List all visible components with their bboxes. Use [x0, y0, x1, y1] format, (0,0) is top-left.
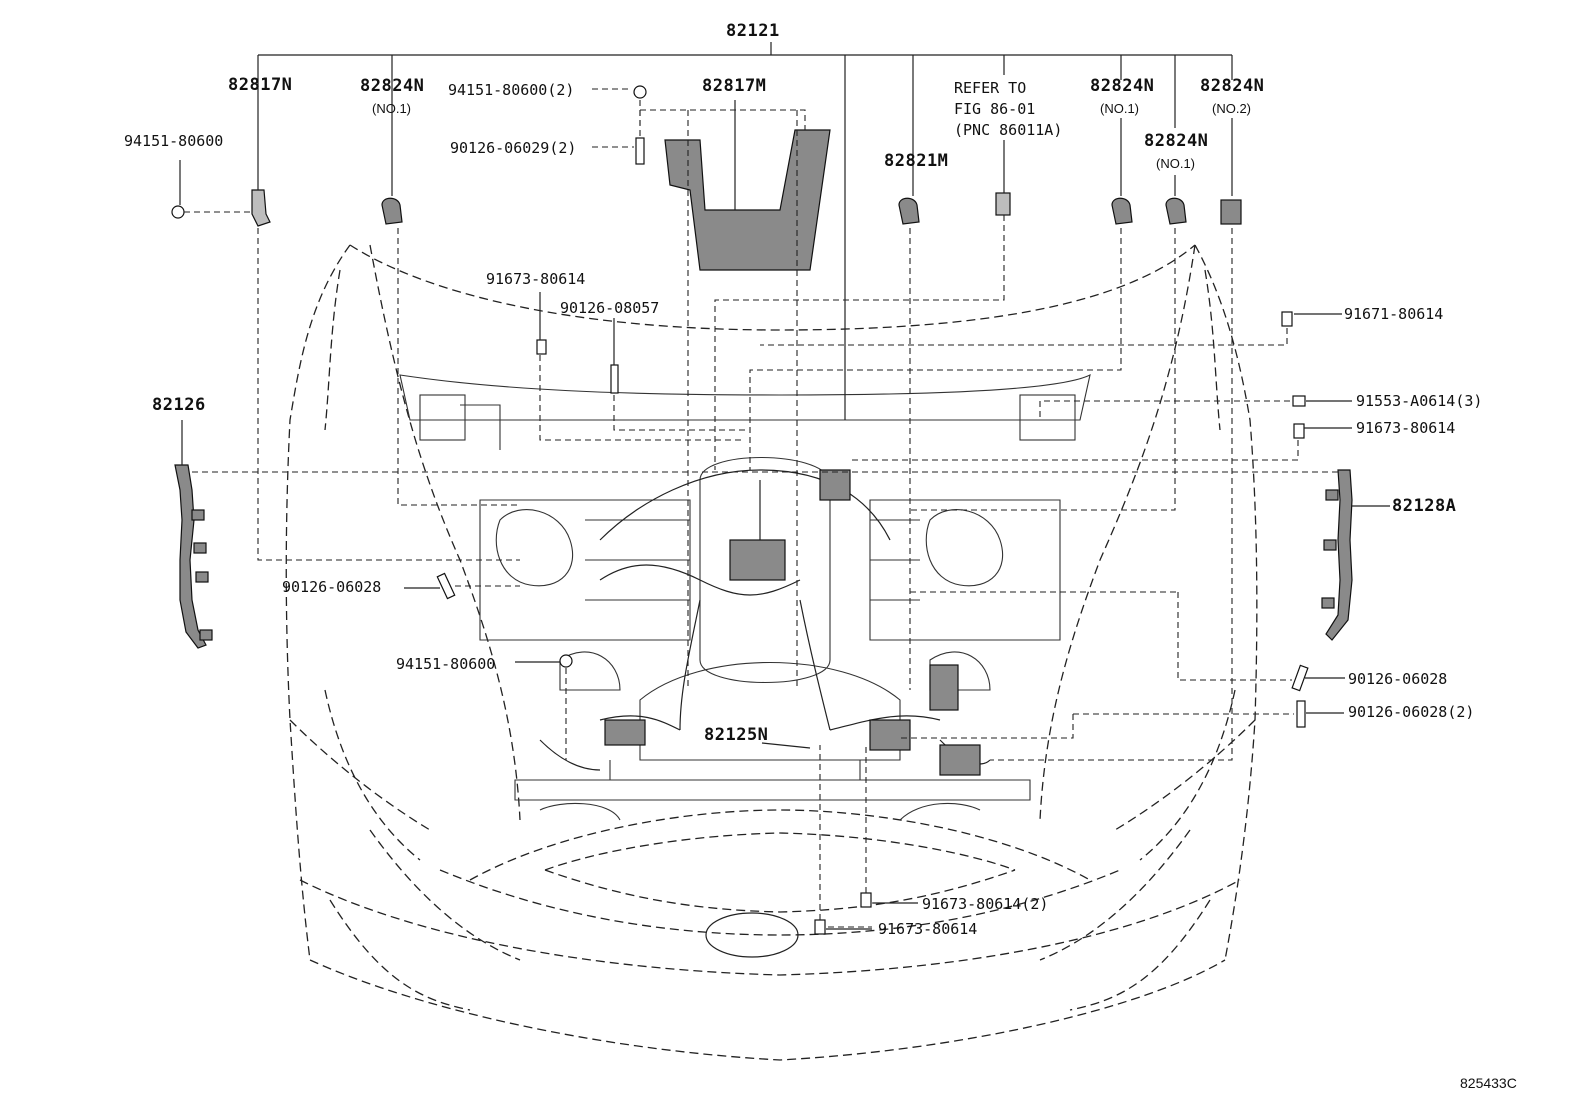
label-90126-06028-2: 90126-06028(2) [1348, 703, 1475, 721]
part-86011A-ref [995, 192, 1011, 216]
bolt-90126-06029 [635, 137, 645, 165]
label-94151-80600-2: 94151-80600(2) [448, 81, 575, 99]
label-82824N-d: 82824N [1200, 76, 1265, 96]
part-82824N-clip-2 [1111, 197, 1133, 225]
bolt-91553-A0614 [1292, 395, 1306, 407]
nut-94151-80600-mid [559, 654, 573, 668]
part-82824N-clip-1 [381, 197, 403, 225]
label-82121: 82121 [726, 21, 780, 41]
bolt-91671-80614 [1281, 311, 1293, 327]
label-90126-06028-right: 90126-06028 [1348, 670, 1448, 688]
part-82126-connector-2 [193, 542, 207, 554]
label-82817M: 82817M [702, 76, 767, 96]
label-90126-06028-left: 90126-06028 [282, 578, 382, 596]
label-82126: 82126 [152, 395, 206, 415]
label-82824N-b-note: (NO.1) [1100, 101, 1139, 116]
label-91673-80614-2: 91673-80614(2) [922, 895, 1049, 913]
part-82128A-connector-1 [1325, 489, 1339, 501]
bolt-91673-80614-bottom [814, 919, 826, 935]
label-91673-80614-top: 91673-80614 [486, 270, 586, 288]
label-82824N-a-note: (NO.1) [372, 101, 411, 116]
bolt-90126-06028-2 [1296, 700, 1306, 728]
label-82824N-c-note: (NO.1) [1156, 156, 1195, 171]
part-82126-connector-1 [191, 509, 205, 521]
part-82128A-connector-3 [1321, 597, 1335, 609]
figure-code: 825433C [1460, 1075, 1517, 1091]
refer-line-2: FIG 86-01 [954, 100, 1036, 118]
label-90126-06029-2: 90126-06029(2) [450, 139, 577, 157]
vehicle-body-outline [285, 244, 1258, 1061]
label-94151-80600-left: 94151-80600 [124, 132, 224, 150]
label-91673-80614-bottom: 91673-80614 [878, 920, 978, 938]
label-82824N-c: 82824N [1144, 131, 1209, 151]
bolt-90126-08057 [610, 364, 619, 394]
wire-harness-82125N [539, 469, 991, 776]
hardware-items [171, 85, 1309, 935]
leader-lines [179, 42, 1390, 930]
part-82821M-clip [898, 197, 920, 225]
label-82817N: 82817N [228, 75, 293, 95]
part-82817N-clip [251, 189, 271, 227]
bolt-91673-80614-2 [860, 892, 872, 908]
label-91673-80614-right: 91673-80614 [1356, 419, 1456, 437]
part-82824N-clip-no2 [1220, 199, 1242, 225]
bolt-90126-06028-right [1291, 664, 1309, 692]
label-82821M: 82821M [884, 151, 949, 171]
label-82824N-a: 82824N [360, 76, 425, 96]
part-82824N-clip-3 [1165, 197, 1187, 225]
part-82126-connector-4 [199, 629, 213, 641]
refer-line-1: REFER TO [954, 79, 1027, 97]
bolt-91673-80614-top [536, 339, 547, 355]
part-82128A-harness [1325, 469, 1353, 641]
label-91671-80614: 91671-80614 [1344, 305, 1444, 323]
label-90126-08057: 90126-08057 [560, 299, 660, 317]
part-82126-harness [174, 464, 207, 649]
label-82125N: 82125N [704, 725, 769, 745]
label-94151-80600-mid: 94151-80600 [396, 655, 496, 673]
label-82824N-d-note: (NO.2) [1212, 101, 1251, 116]
part-82128A-connector-2 [1323, 539, 1337, 551]
bolt-90126-06028-left [436, 572, 456, 600]
refer-line-3: (PNC 86011A) [954, 121, 1063, 139]
label-82824N-b: 82824N [1090, 76, 1155, 96]
part-82126-connector-3 [195, 571, 209, 583]
nut-94151-80600-top [633, 85, 647, 99]
label-91553-A0614-3: 91553-A0614(3) [1356, 392, 1483, 410]
nut-94151-80600-left [171, 205, 185, 219]
engine-bay [399, 373, 1091, 821]
bolt-91673-80614-right [1293, 423, 1305, 439]
label-82128A: 82128A [1392, 496, 1457, 516]
part-82817M-bracket [664, 129, 831, 271]
